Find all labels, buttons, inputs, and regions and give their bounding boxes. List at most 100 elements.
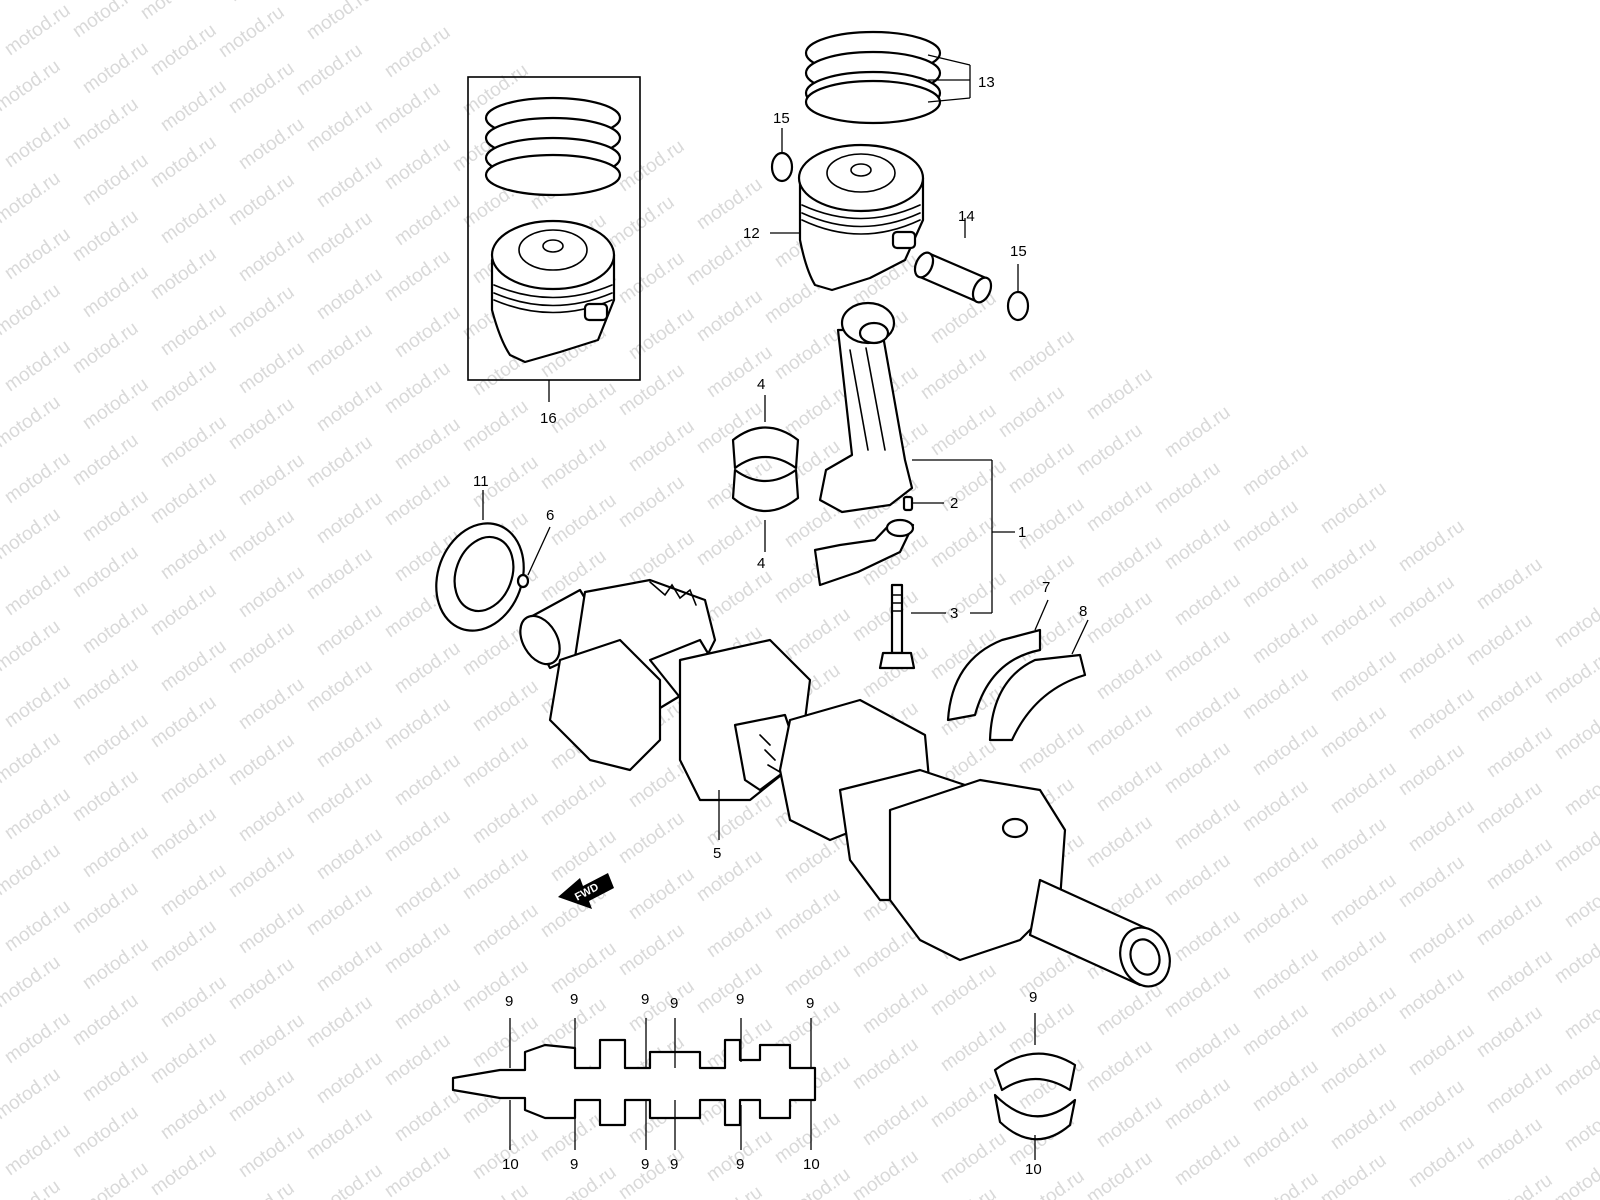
watermark-text: motod.ru bbox=[157, 300, 230, 360]
watermark-text: motod.ru bbox=[1239, 552, 1312, 612]
watermark-text: motod.ru bbox=[313, 712, 386, 772]
watermark-text: motod.ru bbox=[1327, 982, 1400, 1042]
watermark-text: motod.ru bbox=[0, 616, 64, 676]
watermark-text: motod.ru bbox=[381, 134, 454, 194]
watermark-text: motod.ru bbox=[381, 806, 454, 866]
watermark-text: motod.ru bbox=[157, 972, 230, 1032]
watermark-text: motod.ru bbox=[937, 456, 1010, 516]
callout-8: 8 bbox=[1079, 603, 1087, 620]
watermark-text: motod.ru bbox=[391, 638, 464, 698]
watermark-text: motod.ru bbox=[1395, 516, 1468, 576]
watermark-text: motod.ru bbox=[1541, 648, 1600, 708]
watermark-text: motod.ru bbox=[0, 1064, 64, 1124]
watermark-text: motod.ru bbox=[547, 1162, 620, 1200]
watermark-text: motod.ru bbox=[1395, 1076, 1468, 1136]
watermark-text: motod.ru bbox=[781, 940, 854, 1000]
watermark-text: motod.ru bbox=[849, 1034, 922, 1094]
watermark-text: motod.ru bbox=[1473, 1002, 1546, 1062]
callout-10-bottom-1: 10 bbox=[502, 1156, 519, 1173]
watermark-text: motod.ru bbox=[1551, 704, 1600, 764]
watermark-text: motod.ru bbox=[69, 94, 142, 154]
watermark-text: motod.ru bbox=[1249, 944, 1322, 1004]
watermark-text: motod.ru bbox=[1, 0, 74, 60]
watermark-text: motod.ru bbox=[693, 510, 766, 570]
watermark-text: motod.ru bbox=[157, 1084, 230, 1144]
watermark-text: motod.ru bbox=[1249, 720, 1322, 780]
watermark-text: motod.ru bbox=[147, 1140, 220, 1200]
watermark-text: motod.ru bbox=[625, 416, 698, 476]
watermark-text: motod.ru bbox=[303, 880, 376, 940]
watermark-text: motod.ru bbox=[1473, 778, 1546, 838]
watermark-text: motod.ru bbox=[79, 710, 152, 770]
watermark-text: motod.ru bbox=[391, 190, 464, 250]
watermark-text: motod.ru bbox=[215, 2, 288, 62]
watermark-text: motod.ru bbox=[137, 0, 210, 24]
watermark-text: motod.ru bbox=[69, 0, 142, 42]
watermark-text: motod.ru bbox=[537, 434, 610, 494]
watermark-text: motod.ru bbox=[1083, 476, 1156, 536]
watermark-text: motod.ru bbox=[313, 600, 386, 660]
watermark-text: motod.ru bbox=[235, 1010, 308, 1070]
watermark-text: motod.ru bbox=[69, 430, 142, 490]
watermark-text: motod.ru bbox=[1093, 980, 1166, 1040]
watermark-text: motod.ru bbox=[1405, 908, 1478, 968]
watermark-text: motod.ru bbox=[303, 208, 376, 268]
watermark-text: motod.ru bbox=[459, 1180, 532, 1200]
watermark-text: motod.ru bbox=[459, 396, 532, 456]
watermark-text: motod.ru bbox=[1161, 738, 1234, 798]
watermark-text: motod.ru bbox=[225, 1066, 298, 1126]
watermark-text: motod.ru bbox=[1093, 644, 1166, 704]
watermark-text: motod.ru bbox=[225, 1178, 298, 1200]
watermark-text: motod.ru bbox=[615, 920, 688, 980]
callout-labels: 1 2 3 4 4 5 6 7 8 9 9 9 9 9 9 9 9 9 9 9 … bbox=[473, 74, 1087, 1178]
watermark-text: motod.ru bbox=[1327, 758, 1400, 818]
callout-5: 5 bbox=[713, 845, 721, 862]
watermark-text: motod.ru bbox=[1073, 420, 1146, 480]
watermark-text: motod.ru bbox=[1463, 610, 1536, 670]
callout-9-top-5: 9 bbox=[736, 991, 744, 1008]
watermark-text: motod.ru bbox=[381, 918, 454, 978]
watermark-text: motod.ru bbox=[1093, 756, 1166, 816]
watermark-text: motod.ru bbox=[1093, 532, 1166, 592]
watermark-text: motod.ru bbox=[1395, 628, 1468, 688]
rod-dowel bbox=[902, 495, 944, 512]
watermark-text: motod.ru bbox=[1239, 440, 1312, 500]
watermark-text: motod.ru bbox=[381, 22, 454, 82]
watermark-text: motod.ru bbox=[1561, 1096, 1600, 1156]
watermark-text: motod.ru bbox=[225, 506, 298, 566]
callout-9-top-1: 9 bbox=[505, 993, 513, 1010]
piston-set-box bbox=[467, 76, 641, 402]
watermark-text: motod.ru bbox=[917, 344, 990, 404]
watermark-text: motod.ru bbox=[0, 392, 64, 452]
callout-9-top-4: 9 bbox=[670, 995, 678, 1012]
watermark-text: motod.ru bbox=[625, 864, 698, 924]
thrust-bearing bbox=[946, 599, 1089, 742]
watermark-text: motod.ru bbox=[1239, 1000, 1312, 1060]
watermark-text: motod.ru bbox=[381, 694, 454, 754]
callout-9-top-3: 9 bbox=[641, 991, 649, 1008]
watermark-text: motod.ru bbox=[937, 568, 1010, 628]
watermark-text: motod.ru bbox=[391, 414, 464, 474]
watermark-text: motod.ru bbox=[235, 450, 308, 510]
watermark-text: motod.ru bbox=[391, 302, 464, 362]
callout-2: 2 bbox=[950, 495, 958, 512]
callout-4-lower: 4 bbox=[757, 555, 765, 572]
watermark-text: motod.ru bbox=[1395, 964, 1468, 1024]
watermark-text: motod.ru bbox=[381, 246, 454, 306]
watermark-text: motod.ru bbox=[381, 1030, 454, 1090]
watermark-text: motod.ru bbox=[1229, 496, 1302, 556]
watermark-text: motod.ru bbox=[927, 1072, 1000, 1132]
watermark-text: motod.ru bbox=[1473, 666, 1546, 726]
watermark-text: motod.ru bbox=[225, 618, 298, 678]
watermark-text: motod.ru bbox=[157, 748, 230, 808]
watermark-text: motod.ru bbox=[225, 394, 298, 454]
watermark-text: motod.ru bbox=[1327, 870, 1400, 930]
watermark-text: motod.ru bbox=[1, 560, 74, 620]
watermark-text: motod.ru bbox=[469, 1124, 542, 1184]
watermark-text: motod.ru bbox=[235, 562, 308, 622]
watermark-text: motod.ru bbox=[1483, 1058, 1556, 1118]
callout-7: 7 bbox=[1042, 579, 1050, 596]
crankshaft-bearing-layout bbox=[451, 1018, 817, 1150]
watermark-text: motod.ru bbox=[693, 846, 766, 906]
